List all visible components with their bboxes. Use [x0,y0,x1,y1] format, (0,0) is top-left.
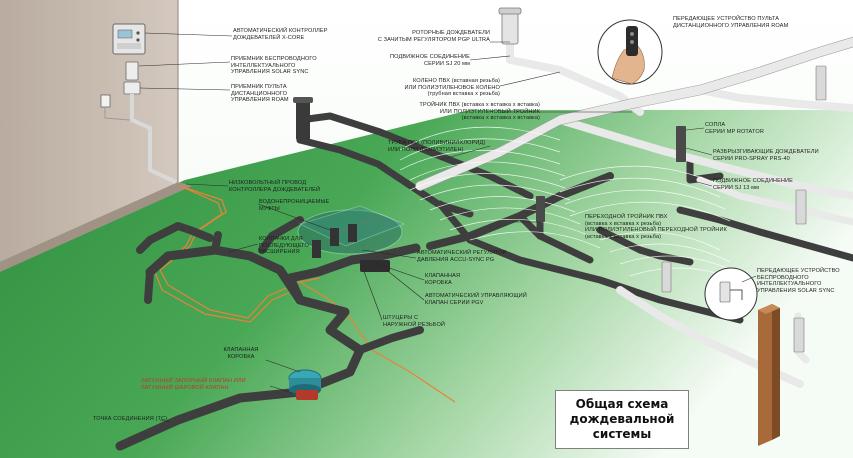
wall-base [0,182,192,272]
wireless-sensor-illustration [704,267,758,321]
title-line: системы [592,427,652,441]
label-wireless-receiver: ПРИЕМНИК БЕСПРОВОДНОГО ИНТЕЛЛЕКТУАЛЬНОГО… [231,56,317,76]
label-flex-connection-right: ПОДВИЖНОЕ СОЕДИНЕНИЕ СЕРИИ SJ 13 мм [713,178,793,191]
label-elbow: КОЛЕНО ПВХ (вставная резьба) ИЛИ ПОЛИЭТИ… [404,78,500,98]
wall-conduit [130,94,177,184]
label-controller: АВТОМАТИЧЕСКИЙ КОНТРОЛЛЕР ДОЖДЕВАТЕЛЕЙ X… [233,28,328,41]
label-remote-transmitter: ПЕРЕДАЮЩЕЕ УСТРОЙСТВО ПУЛЬТА ДИСТАНЦИОНН… [673,16,789,29]
label-auto-valve: АВТОМАТИЧЕСКИЙ УПРАВЛЯЮЩИЙ КЛАПАН СЕРИИ … [425,293,527,306]
label-pipe: ТРУБА ПВХ (ПОЛИВИНИЛХЛОРИД) ИЛИ ПОЛИ (ПО… [388,140,486,153]
label-rotor: РОТОРНЫЕ ДОЖДЕВАТЕЛИ С ЗАЧИТЫМ РЕГУЛЯТОР… [377,30,490,43]
label-caps: КОЛПАЧКИ ДЛЯ ПОСЛЕДУЮЩЕГО РАСШИРЕНИЯ [259,236,309,256]
rotor-head-top [498,7,522,45]
title-line: дождевальной [569,412,675,426]
label-flex-connection-top: ПОДВИЖНОЕ СОЕДИНЕНИЕ СЕРИИ SJ 20 мм [390,54,470,67]
receiver-unit [123,61,141,95]
diagram-title-box: Общая схема дождевальной системы [555,390,689,449]
valve-box-manifold [297,205,406,272]
label-spray: РАЗБРЫЗГИВАЮЩИЕ ДОЖДЕВАТЕЛИ СЕРИИ PRO-SP… [713,149,819,162]
dark-pipes [115,112,853,451]
controller-unit [112,23,146,55]
leader-lines [138,32,757,423]
power-outlet [100,94,111,108]
label-pressure-regulator: АВТОМАТИЧЕСКИЙ РЕГУЛЯТОР ДАВЛЕНИЯ ACCU-S… [417,250,507,263]
label-valve-box-bottom: КЛАПАННАЯ КОРОБКА [223,347,259,360]
spray-patterns [399,126,751,287]
wooden-post [758,304,780,446]
rotor-head-left [293,97,313,140]
remote-hand-illustration [597,19,663,85]
label-fittings: ШТУЦЕРЫ С НАРУЖНОЙ РЕЗЬБОЙ [383,315,446,328]
label-waterproof-connectors: ВОДОНЕПРОНИЦАЕМЫЕ МУФТЫ [259,199,330,212]
label-nozzle: СОПЛА СЕРИИ MP ROTATOR [705,122,764,135]
label-low-voltage-wire: НИЗКОВОЛЬТНЫЙ ПРОВОД КОНТРОЛЛЕРА ДОЖДЕВА… [229,180,321,193]
valve-box-bottom [288,369,322,400]
label-remote-receiver: ПРИЕМНИК ПУЛЬТА ДИСТАНЦИОННОГО УПРАВЛЕНИ… [231,84,289,104]
label-ball-valve: ЛАТУННЫЙ ЗАПОРНЫЙ КЛАПАН ИЛИ ЛАТУННЫЙ ША… [141,378,246,391]
white-pipes [415,36,853,388]
label-tee-top: ТРОЙНИК ПВХ (вставка х вставка х вставка… [419,102,540,122]
label-wireless-transmitter: ПЕРЕДАЮЩЕЕ УСТРОЙСТВО БЕСПРОВОДНОГО ИНТЕ… [757,268,840,294]
label-transition-tee: ПЕРЕХОДНОЙ ТРОЙНИК ПВХ (вставка х вставк… [585,214,727,240]
title-line: Общая схема [575,397,669,411]
label-valve-box-mid: КЛАПАННАЯ КОРОБКА [425,273,461,286]
white-pipe-outline [419,36,853,192]
label-connection-point: ТОЧКА СОЕДИНЕНИЯ (ТС) [93,416,168,422]
spray-heads [536,65,827,353]
